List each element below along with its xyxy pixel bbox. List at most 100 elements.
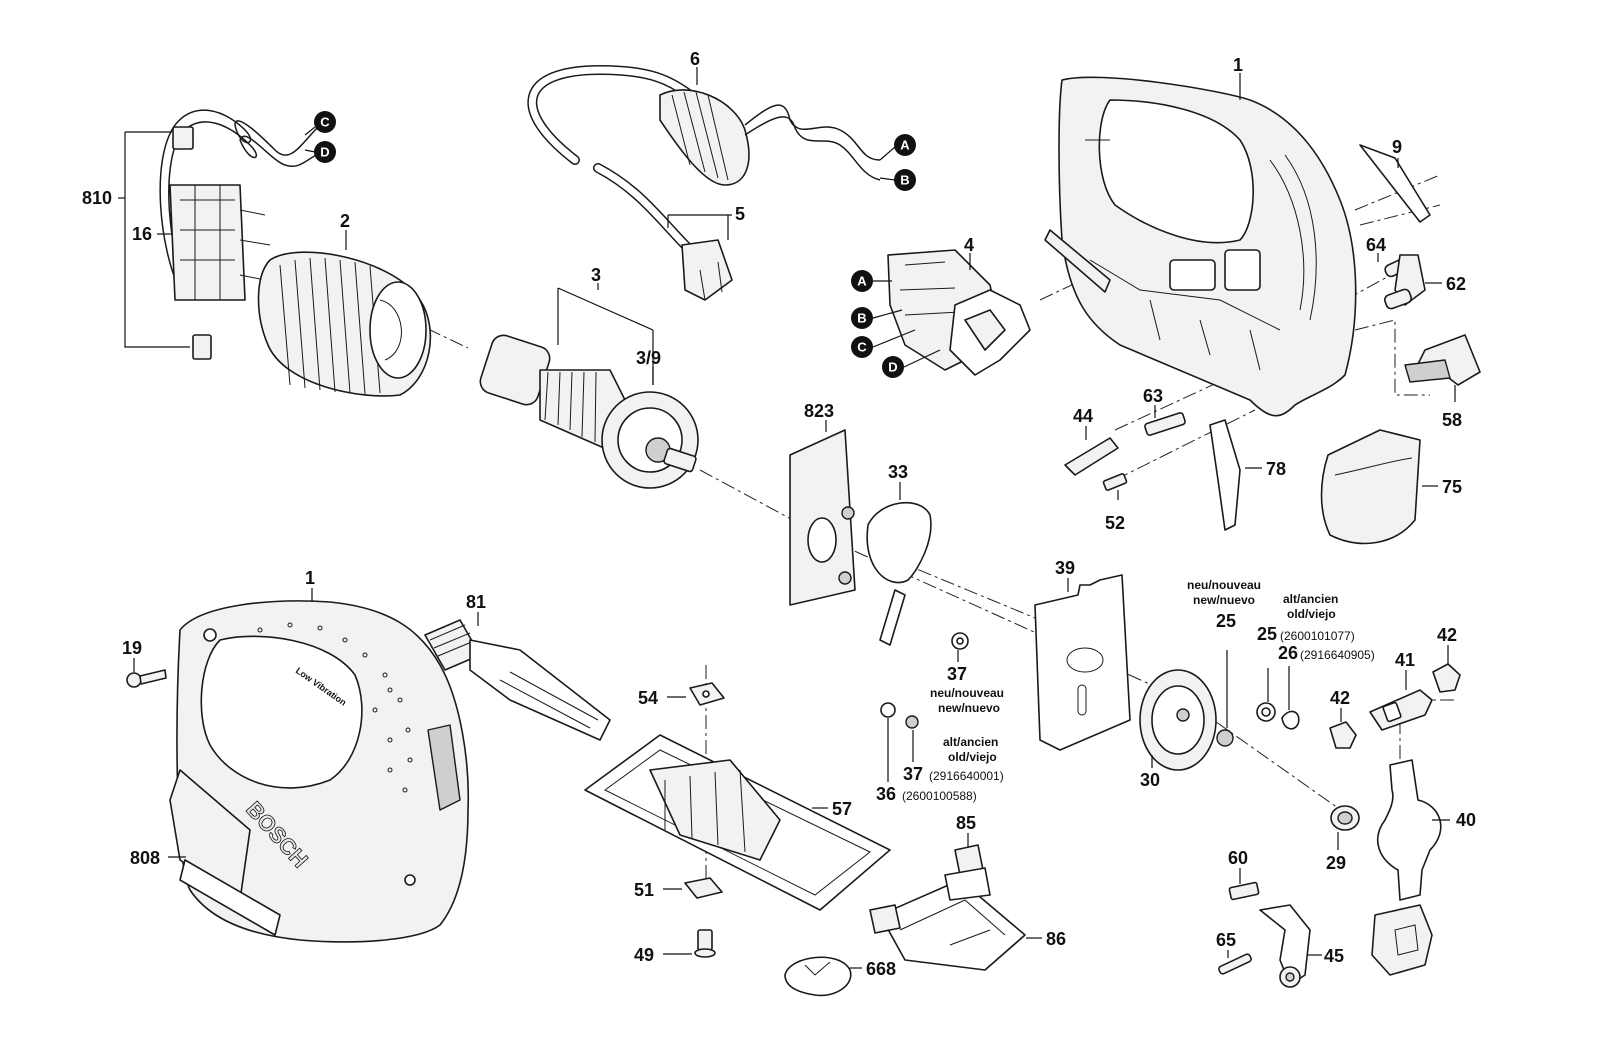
code-26: (2916640905) <box>1300 648 1375 662</box>
part-number-labels: 1 2 3 3/9 4 5 6 9 16 810 64 62 58 44 63 … <box>82 49 1476 979</box>
svg-text:C: C <box>857 340 867 355</box>
label-30: 30 <box>1140 770 1160 790</box>
marker-leaders-cable <box>879 146 896 181</box>
label-85: 85 <box>956 813 976 833</box>
label-42-left: 42 <box>1330 688 1350 708</box>
on-off-switch-4 <box>887 249 1031 376</box>
label-60: 60 <box>1228 848 1248 868</box>
spring-78 <box>1209 419 1241 531</box>
svg-text:B: B <box>900 173 909 188</box>
label-2: 2 <box>340 211 350 231</box>
label-64: 64 <box>1366 235 1386 255</box>
marker-c-top: C <box>314 111 336 133</box>
label-42-right: 42 <box>1437 625 1457 645</box>
pin-65 <box>1218 953 1252 975</box>
label-1-bottom: 1 <box>305 568 315 588</box>
code-36: (2600100588) <box>902 789 977 803</box>
screw-49 <box>694 929 716 958</box>
note-25-new-l2: new/nuevo <box>1193 593 1255 607</box>
gear-30 <box>1139 669 1217 771</box>
armature-3 <box>479 287 699 489</box>
marker-b-cable: B <box>894 169 916 191</box>
pad-54 <box>689 682 725 706</box>
label-54: 54 <box>638 688 658 708</box>
label-668: 668 <box>866 959 896 979</box>
note-25-old-l1: alt/ancien <box>1283 592 1338 606</box>
marker-d-top: D <box>314 141 336 163</box>
label-62: 62 <box>1446 274 1466 294</box>
housing-half-1-bottom <box>169 600 470 943</box>
label-810: 810 <box>82 188 112 208</box>
bearing-plate-823 <box>789 429 856 606</box>
label-4: 4 <box>964 235 974 255</box>
clip-26 <box>1281 710 1300 730</box>
roller-29 <box>1330 805 1360 831</box>
label-86: 86 <box>1046 929 1066 949</box>
base-plate-57 <box>584 734 891 911</box>
pad-60 <box>1228 881 1260 901</box>
code-25-old: (2600101077) <box>1280 629 1355 643</box>
label-5: 5 <box>735 204 745 224</box>
note-37-new-l2: new/nuevo <box>938 701 1000 715</box>
label-37-new: 37 <box>947 664 967 684</box>
svg-text:C: C <box>320 115 330 130</box>
stator-2 <box>257 251 432 397</box>
note-37-old-l1: alt/ancien <box>943 735 998 749</box>
svg-text:D: D <box>320 145 329 160</box>
label-25-new: 25 <box>1216 611 1236 631</box>
marker-a-switch: A <box>851 270 873 292</box>
note-25-old-l2: old/viejo <box>1287 607 1336 621</box>
marker-d-switch: D <box>882 356 904 378</box>
label-51: 51 <box>634 880 654 900</box>
label-29: 29 <box>1326 853 1346 873</box>
label-44: 44 <box>1073 406 1093 426</box>
label-39: 39 <box>1055 558 1075 578</box>
washer-36 <box>880 702 896 718</box>
foot-86 <box>869 879 1026 971</box>
marker-a-cable: A <box>894 134 916 156</box>
label-plate-9 <box>1359 144 1431 223</box>
power-cable-6 <box>527 64 881 301</box>
label-75: 75 <box>1442 477 1462 497</box>
leader-5 <box>667 214 732 240</box>
marker-leaders-top <box>304 126 316 153</box>
guide-45 <box>1259 904 1311 988</box>
pad-51 <box>684 877 723 899</box>
washer-37-old <box>905 715 919 729</box>
note-25-new-l1: neu/nouveau <box>1187 578 1261 592</box>
label-9: 9 <box>1392 137 1402 157</box>
label-57: 57 <box>832 799 852 819</box>
label-37-old: 37 <box>903 764 923 784</box>
cover-58 <box>1404 334 1481 386</box>
spring-33 <box>866 501 932 646</box>
part-44 <box>1064 437 1119 476</box>
svg-text:D: D <box>888 360 897 375</box>
housing-half-1 <box>1044 76 1357 417</box>
note-37-old-l2: old/viejo <box>948 750 997 764</box>
lever-62 <box>1383 254 1426 310</box>
slider-41 <box>1369 689 1433 731</box>
label-63: 63 <box>1143 386 1163 406</box>
svg-text:B: B <box>857 311 866 326</box>
cover-75 <box>1320 429 1421 545</box>
version-notes: neu/nouveau new/nuevo alt/ancien old/vie… <box>902 578 1375 803</box>
note-37-new-l1: neu/nouveau <box>930 686 1004 700</box>
leader-810-bracket <box>124 131 190 348</box>
label-16: 16 <box>132 224 152 244</box>
plate-39 <box>1034 574 1131 751</box>
cap-668 <box>784 956 852 997</box>
label-40: 40 <box>1456 810 1476 830</box>
label-3-9: 3/9 <box>636 348 661 368</box>
label-58: 58 <box>1442 410 1462 430</box>
label-3: 3 <box>591 265 601 285</box>
pin-63 <box>1144 412 1186 436</box>
label-25-old: 25 <box>1257 624 1277 644</box>
marker-leaders-switch <box>872 280 941 368</box>
label-65: 65 <box>1216 930 1236 950</box>
label-49: 49 <box>634 945 654 965</box>
label-41: 41 <box>1395 650 1415 670</box>
nut-42-right <box>1432 663 1461 693</box>
label-33: 33 <box>888 462 908 482</box>
lifting-rod-40 <box>1371 759 1442 976</box>
